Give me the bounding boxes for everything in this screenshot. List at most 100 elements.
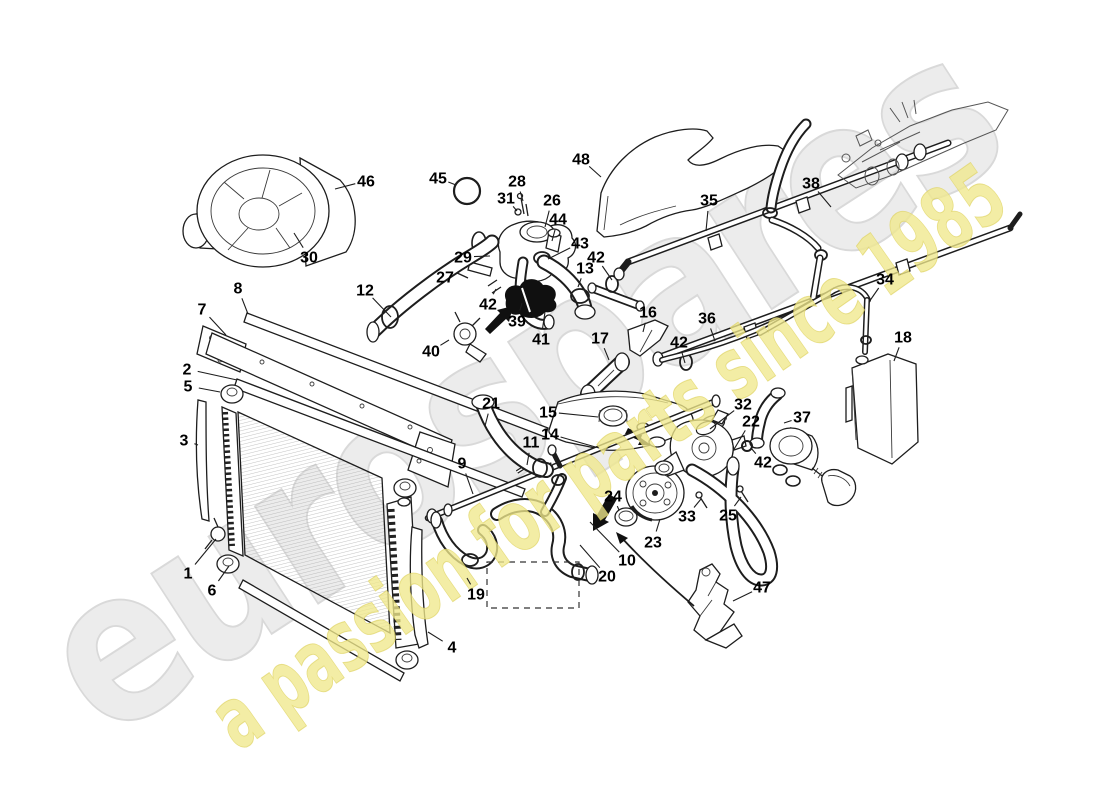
oil-cooler-unit [769, 427, 857, 507]
small-bypass-hose [741, 387, 786, 452]
callout-26: 26 [543, 193, 561, 210]
callout-47: 47 [753, 580, 771, 597]
leader-line-40 [440, 339, 450, 346]
leader-line-9 [465, 473, 474, 495]
leader-line-1 [194, 538, 217, 565]
connector-duct [580, 319, 669, 404]
callout-42: 42 [670, 335, 688, 352]
callout-48: 48 [572, 152, 590, 169]
leader-line-24 [616, 505, 620, 511]
heater-pipe-35 [613, 139, 952, 281]
leader-line-4 [427, 631, 443, 642]
expansion-tank [851, 353, 919, 465]
radiator-side-strip [195, 399, 210, 522]
callout-37: 37 [793, 410, 811, 427]
callout-7: 7 [198, 302, 207, 319]
callout-21: 21 [482, 396, 500, 413]
callout-23: 23 [644, 535, 662, 552]
top-hose [366, 234, 500, 343]
leader-line-45 [448, 181, 457, 186]
mounting-grommet [216, 554, 240, 574]
leader-line-7 [209, 316, 227, 336]
callout-30: 30 [300, 250, 318, 267]
leader-line-36 [710, 328, 716, 342]
callout-28: 28 [508, 174, 526, 191]
leader-line-31 [512, 206, 518, 212]
leader-line-42 [681, 352, 686, 364]
mounting-grommet [220, 384, 244, 404]
water-pump-pulley [625, 465, 685, 522]
radiator-bottom-hose [430, 473, 599, 609]
leader-line-46 [334, 183, 356, 190]
callout-18: 18 [894, 330, 912, 347]
radiator-side-channel [409, 526, 429, 649]
callout-2: 2 [183, 362, 192, 379]
pointer-arrow-39 [485, 306, 513, 334]
leader-line-15 [558, 412, 599, 418]
bypass-elbow-hose [485, 256, 557, 334]
radiator-assembly [195, 312, 549, 682]
leader-line-22 [732, 430, 746, 452]
leader-line-43 [547, 247, 571, 260]
leader-line-12 [372, 297, 392, 318]
callout-44: 44 [549, 212, 567, 229]
leader-line-32 [709, 410, 735, 430]
callout-20: 20 [598, 569, 616, 586]
callout-42: 42 [587, 250, 605, 267]
bypass-hose-13 [536, 254, 645, 320]
clamp-24 [593, 494, 638, 531]
bleed-bolts [514, 192, 529, 217]
leader-line-17 [603, 347, 610, 361]
callout-36: 36 [698, 311, 716, 328]
hose-clamp [381, 305, 399, 329]
heater-valve [453, 311, 487, 363]
callout-5: 5 [184, 379, 193, 396]
leader-line-10 [589, 521, 620, 553]
leader-line-42 [601, 265, 613, 281]
water-pump [654, 409, 747, 478]
leader-line-34 [868, 287, 880, 303]
callout-33: 33 [678, 509, 696, 526]
callout-16: 16 [639, 305, 657, 322]
expansion-tank-group [757, 284, 919, 465]
leader-line-47 [732, 591, 753, 602]
leader-line-8 [241, 298, 249, 315]
callout-45: 45 [429, 171, 447, 188]
callout-31: 31 [497, 191, 515, 208]
callout-22: 22 [742, 414, 760, 431]
callout-38: 38 [802, 176, 820, 193]
pump-bypass-hose [685, 456, 779, 587]
callout-12: 12 [356, 283, 374, 300]
callout-1: 1 [184, 566, 193, 583]
callout-29: 29 [454, 250, 472, 267]
callout-11: 11 [523, 435, 540, 452]
callout-17: 17 [591, 331, 609, 348]
callout-24: 24 [604, 489, 622, 506]
radiator-top-hose [471, 394, 554, 478]
leader-line-33 [693, 498, 702, 508]
radiator-seal-strip-top [243, 312, 549, 438]
leader-line-29 [473, 255, 491, 258]
support-bracket [687, 563, 743, 649]
pointer-arrow-10 [616, 532, 695, 607]
radiator-left-tank [221, 405, 244, 558]
leader-line-42 [750, 447, 757, 454]
leader-line-38 [817, 191, 832, 208]
callout-35: 35 [700, 193, 718, 210]
callout-10: 10 [618, 553, 636, 570]
callout-9: 9 [458, 456, 467, 473]
callout-42: 42 [479, 297, 497, 314]
leader-line-16 [642, 322, 646, 333]
leader-line-13 [577, 278, 582, 288]
leader-line-2 [197, 370, 238, 381]
leader-line-39 [519, 302, 523, 311]
leader-line-3 [194, 443, 199, 446]
shroud-fold-lines [603, 195, 677, 231]
callout-3: 3 [180, 433, 189, 450]
leader-line-6 [217, 565, 230, 582]
heater-hose-38 [659, 118, 828, 363]
callout-39: 39 [508, 314, 526, 331]
